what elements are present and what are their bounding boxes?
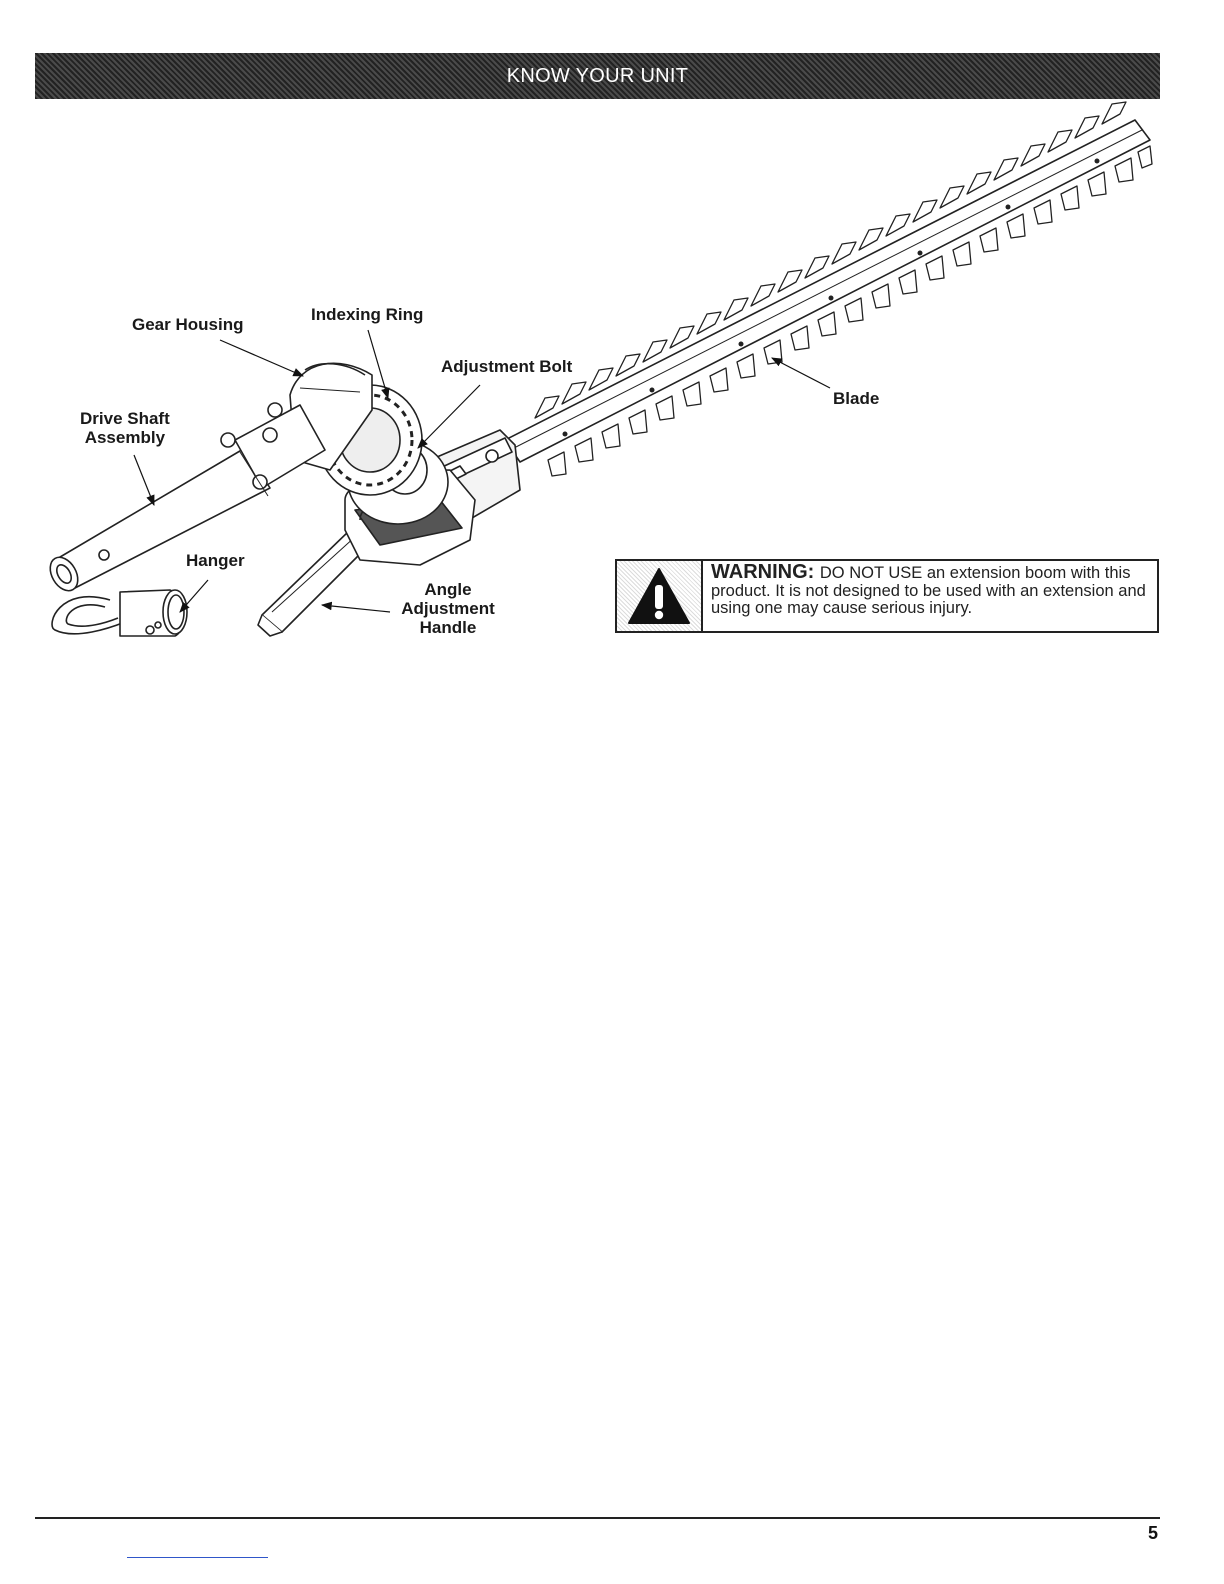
page-number: 5 [1148, 1523, 1158, 1544]
section-title: KNOW YOUR UNIT [507, 65, 689, 88]
label-angle-line3: Handle [396, 618, 500, 637]
label-drive-shaft-line1: Drive Shaft [80, 409, 170, 428]
label-blade: Blade [833, 389, 879, 408]
label-gear-housing: Gear Housing [132, 315, 243, 334]
warning-triangle-icon [617, 561, 703, 631]
label-indexing-ring: Indexing Ring [311, 305, 423, 324]
leader-hanger [180, 580, 208, 612]
label-angle-adjustment-handle: Angle Adjustment Handle [396, 580, 500, 637]
section-header-banner: KNOW YOUR UNIT [35, 53, 1160, 99]
warning-box: WARNING: DO NOT USE an extension boom wi… [615, 559, 1159, 633]
label-angle-line1: Angle [396, 580, 500, 599]
warning-title: WARNING: [711, 561, 820, 583]
leader-blade [772, 358, 830, 388]
footer-rule [35, 1517, 1160, 1519]
footer-blue-line [127, 1557, 268, 1558]
leader-gear-housing [220, 340, 303, 376]
warning-text: WARNING: DO NOT USE an extension boom wi… [703, 561, 1157, 631]
hanger [52, 590, 187, 636]
label-adjustment-bolt: Adjustment Bolt [441, 357, 572, 376]
angle-adjustment-handle [258, 530, 366, 636]
label-drive-shaft-line2: Assembly [80, 428, 170, 447]
blade [505, 102, 1152, 476]
leader-adjustment-bolt [418, 385, 480, 448]
leader-drive-shaft [134, 455, 154, 505]
label-drive-shaft-assembly: Drive Shaft Assembly [80, 409, 170, 447]
label-hanger: Hanger [186, 551, 245, 570]
label-angle-line2: Adjustment [396, 599, 500, 618]
leader-angle-handle [322, 605, 390, 612]
